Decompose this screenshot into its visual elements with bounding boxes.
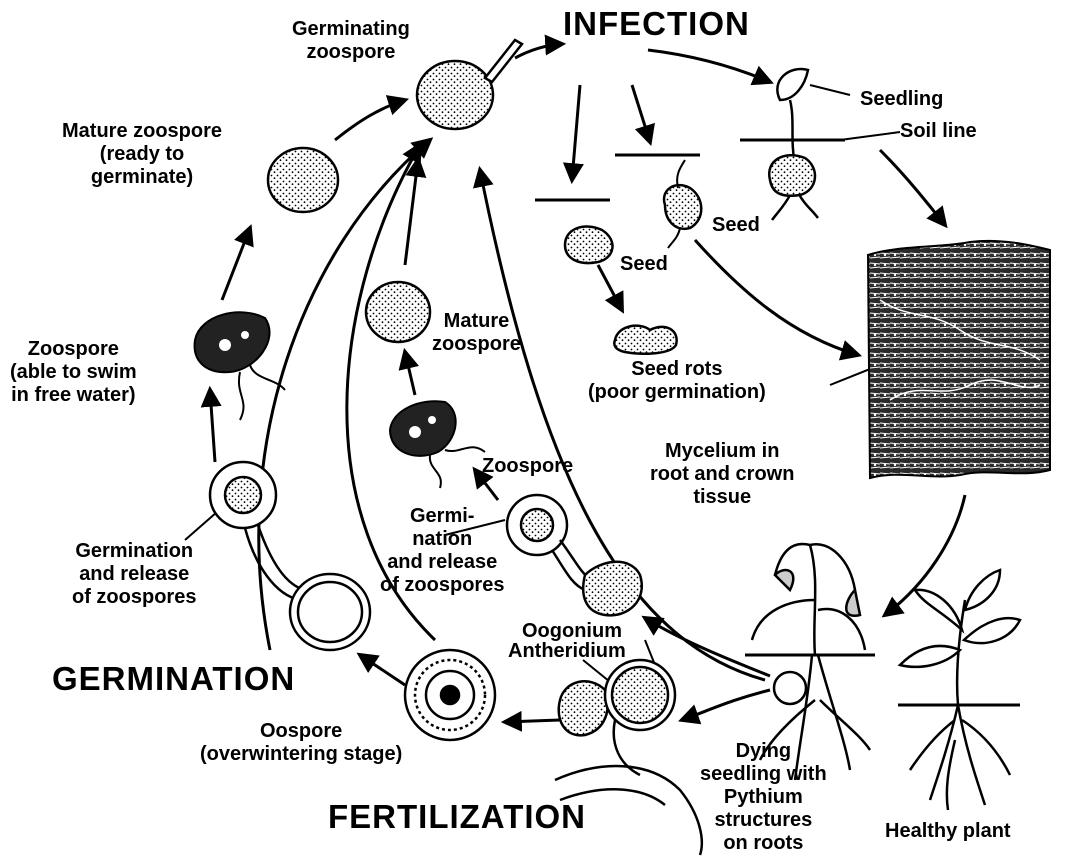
arrow-dying-to-oogonium	[682, 690, 770, 720]
seed-2-figure	[615, 155, 701, 248]
seed-1-figure	[535, 200, 613, 263]
label-seed-1: Seed	[620, 253, 668, 276]
rotting-seed-figure	[614, 326, 676, 354]
mature-zoospore-figure	[268, 148, 338, 212]
label-seedling: Seedling	[860, 88, 943, 111]
arrow-inner-mature-to-germinating	[405, 160, 418, 265]
arrow-sporangium-to-zoospore	[210, 390, 215, 462]
label-soil-line: Soil line	[900, 120, 977, 143]
label-zoospore-swim: Zoospore (able to swim in free water)	[10, 338, 137, 407]
label-germinating-zoospore: Germinating zoospore	[292, 18, 410, 64]
inner-zoospore-figure	[390, 401, 485, 488]
arrow-dying-to-germ-inner	[645, 618, 770, 676]
arrow-antheridium-to-oospore	[505, 720, 560, 722]
stage-title-fertilization: FERTILIZATION	[328, 798, 586, 836]
arrow-inner-zoospore-to-mature	[405, 352, 415, 395]
germinating-zoospore-figure	[417, 40, 522, 129]
label-germination-release-inner: Germi- nation and release of zoospores	[380, 505, 504, 597]
stage-title-germination: GERMINATION	[52, 660, 295, 698]
label-mature-zoospore-inner: Mature zoospore	[432, 310, 521, 356]
label-zoospore-inner: Zoospore	[482, 455, 573, 478]
inner-sporangium-figure	[507, 495, 642, 615]
arrow-down-seed2	[632, 85, 650, 142]
label-oospore: Oospore (overwintering stage)	[200, 720, 402, 766]
arrow-mature-to-germinating	[335, 100, 405, 140]
arrow-down-seed1	[572, 85, 580, 180]
label-mature-zoospore-ready: Mature zoospore (ready to germinate)	[62, 120, 222, 189]
label-mycelium: Mycelium in root and crown tissue	[650, 440, 794, 509]
label-germination-release-left: Germination and release of zoospores	[72, 540, 196, 609]
arrow-oospore-to-germination	[360, 655, 405, 685]
root-tissue-figure	[868, 241, 1050, 478]
label-antheridium: Antheridium	[508, 640, 626, 663]
arrow-infection-to-seedling	[648, 50, 770, 82]
arrow-seed-to-mycelium	[695, 240, 858, 355]
arrow-seedling-to-mycelium	[880, 150, 945, 225]
inner-mature-zoospore-figure	[366, 282, 430, 342]
left-sporangium-figure	[210, 462, 370, 650]
arrow-seed-to-seedrots	[598, 265, 622, 310]
label-seed-rots: Seed rots (poor germination)	[588, 358, 766, 404]
oospore-figure	[405, 650, 495, 740]
label-seed-2: Seed	[712, 214, 760, 237]
arrow-zoospore-to-mature	[222, 228, 250, 300]
swimming-zoospore-figure	[195, 312, 285, 420]
label-healthy-plant: Healthy plant	[885, 820, 1011, 843]
arrow-germinating-to-infection	[515, 44, 562, 58]
stage-title-infection: INFECTION	[563, 5, 750, 43]
label-dying-seedling: Dying seedling with Pythium structures o…	[700, 740, 827, 855]
seedling-figure	[740, 69, 845, 220]
healthy-plant-figure	[898, 570, 1020, 810]
